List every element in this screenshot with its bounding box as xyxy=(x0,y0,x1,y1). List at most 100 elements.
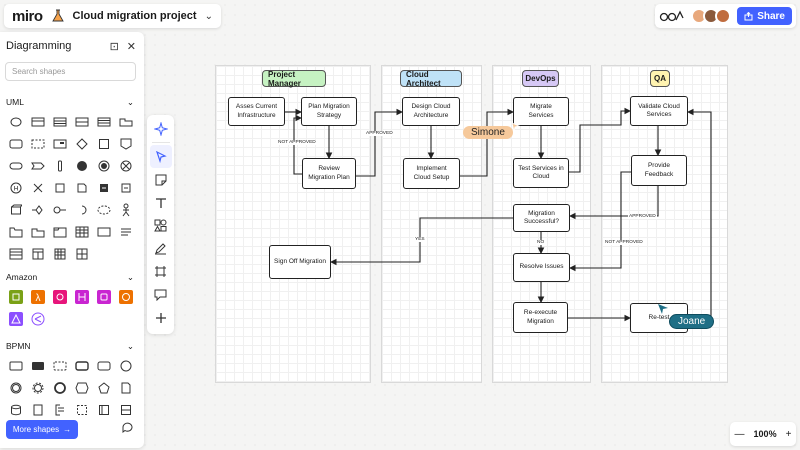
aws-network-icon[interactable] xyxy=(27,308,49,330)
x-circle-icon[interactable] xyxy=(115,155,137,177)
chevron-down-icon[interactable]: ⌄ xyxy=(126,340,134,351)
filled-circle-icon[interactable] xyxy=(71,155,93,177)
section-bpmn[interactable]: BPMN ⌄ xyxy=(0,340,144,352)
chevron-down-icon[interactable]: ⌄ xyxy=(204,10,213,22)
class-shape-icon[interactable] xyxy=(49,111,71,133)
text-lines-icon[interactable] xyxy=(115,221,137,243)
pool-icon[interactable] xyxy=(93,399,115,421)
frame-tool-icon[interactable] xyxy=(150,260,172,283)
transaction-shape-icon[interactable] xyxy=(71,355,93,377)
node-plan-migration[interactable]: Plan Migration Strategy xyxy=(301,97,357,126)
section-uml[interactable]: UML ⌄ xyxy=(0,96,144,108)
data-object-icon[interactable] xyxy=(27,399,49,421)
aws-analytics-icon[interactable] xyxy=(5,308,27,330)
cross-icon[interactable] xyxy=(27,177,49,199)
diamond-shape-icon[interactable] xyxy=(71,133,93,155)
document-shape-icon[interactable] xyxy=(115,377,137,399)
task-shape-icon[interactable] xyxy=(5,355,27,377)
matrix-table-icon[interactable] xyxy=(49,243,71,265)
column-table-icon[interactable] xyxy=(27,243,49,265)
bar-shape-icon[interactable] xyxy=(49,155,71,177)
lane-icon[interactable] xyxy=(115,399,137,421)
zoom-in-button[interactable]: + xyxy=(785,428,792,440)
node-test-services[interactable]: Test Services in Cloud xyxy=(513,158,569,188)
zoom-out-button[interactable]: — xyxy=(734,428,745,440)
node-assess-infrastructure[interactable]: Asses Current Infrastructure xyxy=(228,97,285,126)
select-cursor-icon[interactable] xyxy=(149,145,172,168)
node-sign-off[interactable]: Sign Off Migration xyxy=(269,245,331,279)
folder-icon[interactable] xyxy=(5,221,27,243)
node-implement-setup[interactable]: Implement Cloud Setup xyxy=(403,158,460,189)
rounded-rect-shape-icon[interactable] xyxy=(5,133,27,155)
more-shapes-button[interactable]: More shapes → xyxy=(6,420,78,439)
aws-lambda-icon[interactable]: λ xyxy=(27,286,49,308)
add-more-icon[interactable] xyxy=(150,306,172,329)
decision-icon[interactable] xyxy=(27,199,49,221)
square-shape-icon[interactable] xyxy=(93,133,115,155)
close-icon[interactable]: ✕ xyxy=(126,40,136,53)
event-subprocess-icon[interactable] xyxy=(49,355,71,377)
lane-label-cloud-architect[interactable]: Cloud Architect xyxy=(400,70,462,88)
note-shape-icon[interactable] xyxy=(71,177,93,199)
node-box-icon[interactable] xyxy=(5,199,27,221)
frame-icon[interactable] xyxy=(49,221,71,243)
end-event-icon[interactable] xyxy=(49,377,71,399)
lane-label-project-manager[interactable]: Project Manager xyxy=(262,70,326,88)
small-square-icon[interactable] xyxy=(49,177,71,199)
aws-compute-icon[interactable] xyxy=(5,286,27,308)
component-shape-icon[interactable] xyxy=(49,133,71,155)
node-resolve-issues[interactable]: Resolve Issues xyxy=(513,253,570,282)
data-store-icon[interactable] xyxy=(5,399,27,421)
section-amazon[interactable]: Amazon ⌄ xyxy=(0,271,144,283)
aws-management-icon[interactable] xyxy=(93,286,115,308)
intermediate-event-icon[interactable] xyxy=(5,377,27,399)
history-circle-icon[interactable]: H xyxy=(5,177,27,199)
interface-icon[interactable] xyxy=(49,199,71,221)
pentagon-shape-icon[interactable] xyxy=(93,377,115,399)
chevron-down-icon[interactable]: ⌄ xyxy=(126,271,134,282)
reactions-icon[interactable] xyxy=(659,8,685,24)
collaborator-avatars[interactable] xyxy=(691,8,732,24)
dashed-ellipse-icon[interactable] xyxy=(93,199,115,221)
send-signal-icon[interactable] xyxy=(93,177,115,199)
sticky-note-icon[interactable] xyxy=(150,168,172,191)
node-design-architecture[interactable]: Design Cloud Architecture xyxy=(402,97,460,126)
node-migration-successful[interactable]: Migration Successful? xyxy=(513,204,570,232)
aws-database-icon[interactable] xyxy=(71,286,93,308)
node-reexecute-migration[interactable]: Re-execute Migration xyxy=(513,302,568,333)
folder-tab-icon[interactable] xyxy=(27,221,49,243)
text-tool-icon[interactable] xyxy=(150,191,172,214)
ai-sparkle-icon[interactable] xyxy=(150,117,172,140)
required-interface-icon[interactable] xyxy=(71,199,93,221)
target-circle-icon[interactable] xyxy=(93,155,115,177)
chevron-down-icon[interactable]: ⌄ xyxy=(126,96,134,107)
dashed-rect-shape-icon[interactable] xyxy=(27,133,49,155)
node-migrate-services[interactable]: Migrate Services xyxy=(513,97,569,126)
four-grid-icon[interactable] xyxy=(71,243,93,265)
export-icon[interactable]: ⊡ xyxy=(109,40,119,53)
call-activity-icon[interactable] xyxy=(93,355,115,377)
lane-label-devops[interactable]: DevOps xyxy=(522,70,559,87)
feedback-chat-icon[interactable] xyxy=(122,422,133,436)
subprocess-shape-icon[interactable] xyxy=(27,355,49,377)
zoom-level[interactable]: 100% xyxy=(753,429,777,439)
card-icon[interactable] xyxy=(93,221,115,243)
group-icon[interactable] xyxy=(71,399,93,421)
grid-table-icon[interactable] xyxy=(5,243,27,265)
shield-shape-icon[interactable] xyxy=(115,133,137,155)
aws-storage-icon[interactable] xyxy=(115,286,137,308)
actor-icon[interactable] xyxy=(115,199,137,221)
node-validate-services[interactable]: Validate Cloud Services xyxy=(630,96,688,126)
package-shape-icon[interactable] xyxy=(115,111,137,133)
board-title[interactable]: Cloud migration project xyxy=(72,10,197,22)
table-icon[interactable] xyxy=(71,221,93,243)
pen-tool-icon[interactable] xyxy=(150,237,172,260)
class-shape-icon[interactable] xyxy=(93,111,115,133)
aws-integration-icon[interactable] xyxy=(49,286,71,308)
shapes-tool-icon[interactable] xyxy=(150,214,172,237)
node-provide-feedback[interactable]: Provide Feedback xyxy=(631,155,687,186)
avatar[interactable] xyxy=(715,8,732,24)
miro-logo[interactable]: miro xyxy=(12,7,43,25)
hexagon-shape-icon[interactable] xyxy=(71,377,93,399)
search-shapes-input[interactable]: Search shapes xyxy=(5,62,136,81)
